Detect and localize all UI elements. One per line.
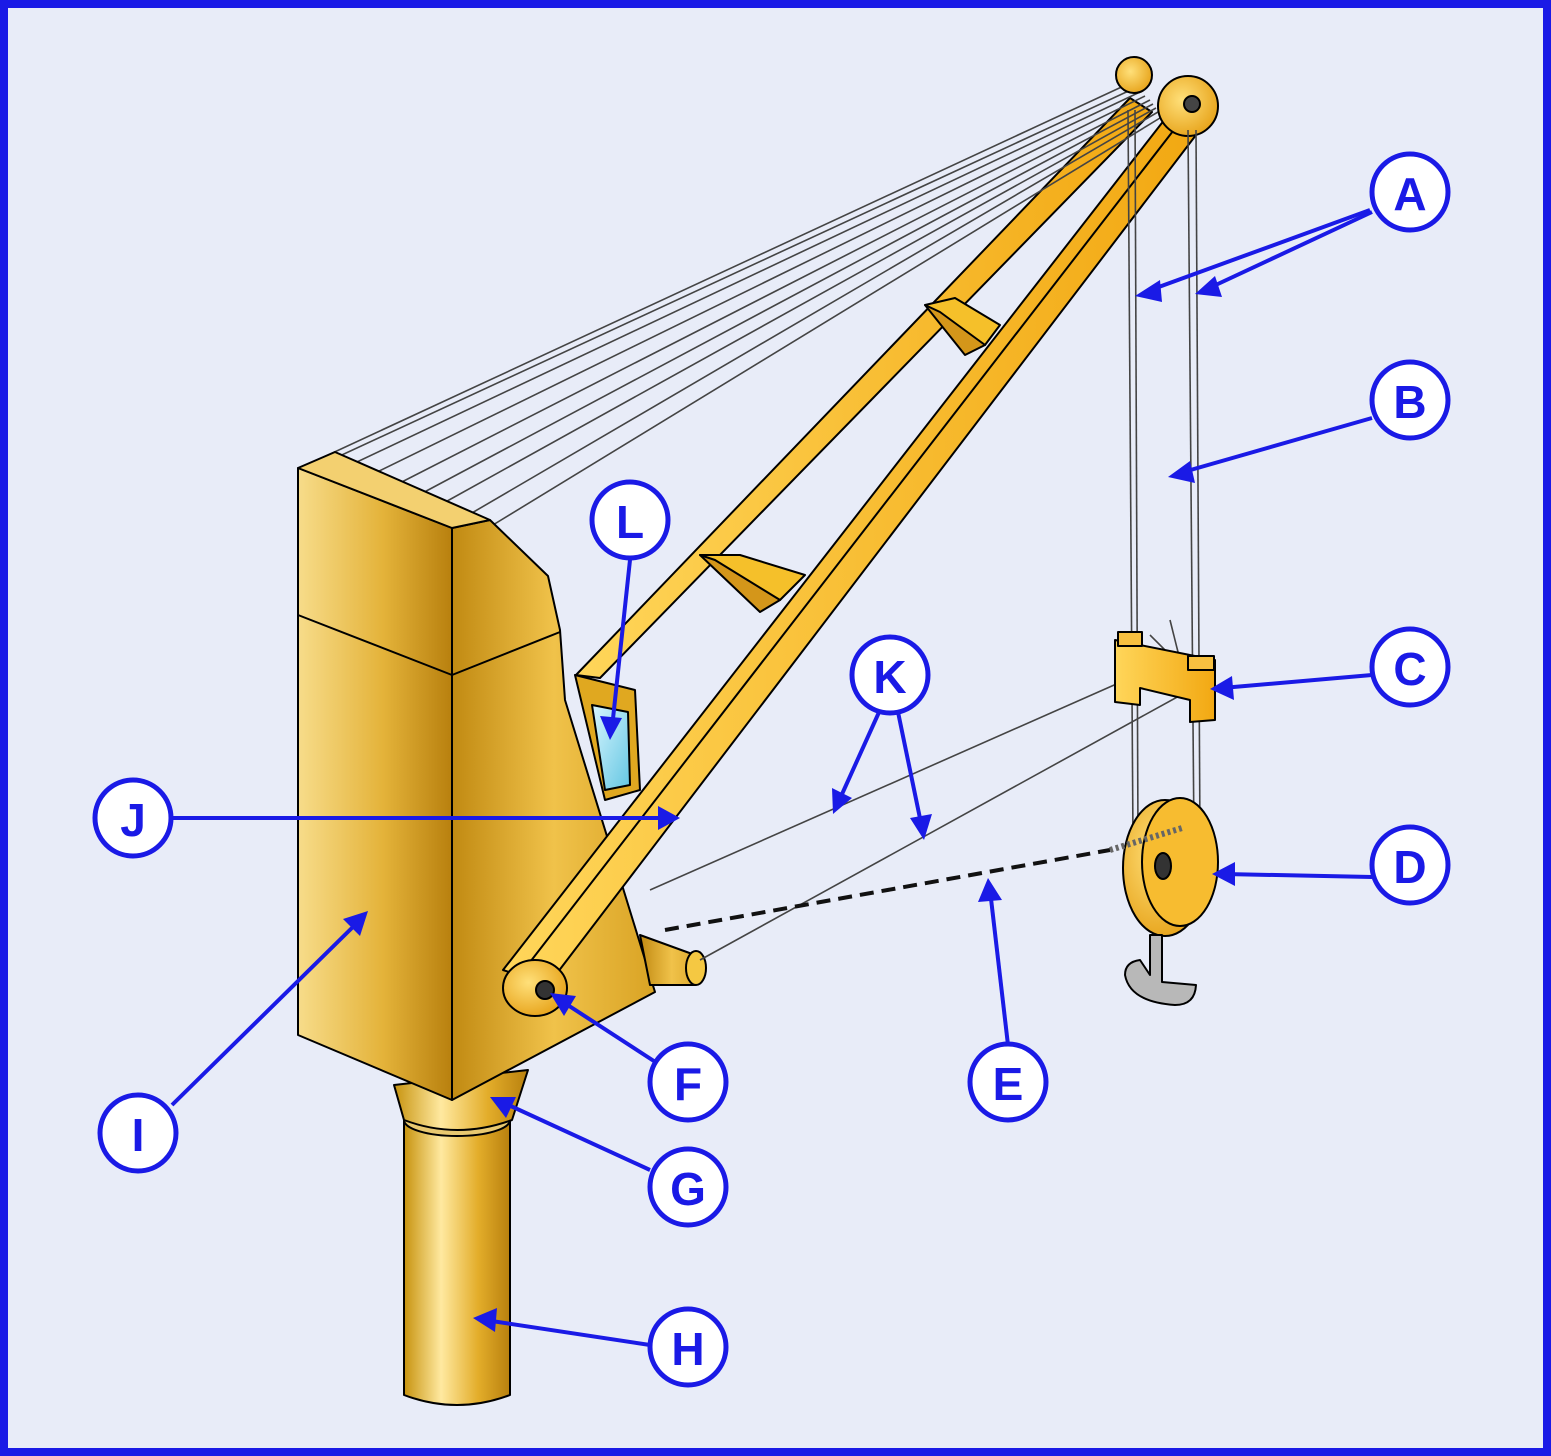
label-f: F — [674, 1058, 702, 1110]
rope-dashed — [664, 848, 1111, 932]
callout-labels: A B C D E F G H — [92, 151, 1451, 1388]
spreader-bar — [1114, 631, 1216, 723]
boom — [502, 56, 1219, 1017]
callout-b: B — [1369, 359, 1451, 441]
boom-rear-rail — [575, 97, 1153, 679]
callout-k: K — [849, 634, 931, 716]
label-b: B — [1393, 376, 1426, 428]
callout-arrows — [170, 208, 1373, 1347]
label-k: K — [873, 651, 906, 703]
callout-a: A — [1369, 151, 1451, 233]
callout-h: H — [647, 1306, 729, 1388]
label-i: I — [132, 1109, 145, 1161]
hook-block — [1109, 797, 1219, 1006]
pivot-pin — [535, 980, 555, 1000]
callout-i: I — [97, 1092, 179, 1174]
callout-j: J — [92, 777, 174, 859]
column — [403, 1103, 511, 1406]
callout-d: D — [1369, 824, 1451, 906]
callout-g: G — [647, 1146, 729, 1228]
label-h: H — [671, 1323, 704, 1375]
label-g: G — [670, 1163, 706, 1215]
callout-e: E — [967, 1041, 1049, 1123]
operator-window — [574, 674, 641, 801]
label-e: E — [993, 1058, 1024, 1110]
label-l: L — [616, 496, 644, 548]
label-j: J — [120, 794, 146, 846]
label-d: D — [1393, 841, 1426, 893]
hook — [1124, 934, 1197, 1006]
callout-f: F — [647, 1041, 729, 1123]
label-a: A — [1393, 168, 1426, 220]
luffing-ropes — [649, 677, 1191, 961]
callout-c: C — [1369, 626, 1451, 708]
label-c: C — [1393, 643, 1426, 695]
guy-ropes — [299, 83, 1161, 529]
callout-l: L — [589, 479, 671, 561]
